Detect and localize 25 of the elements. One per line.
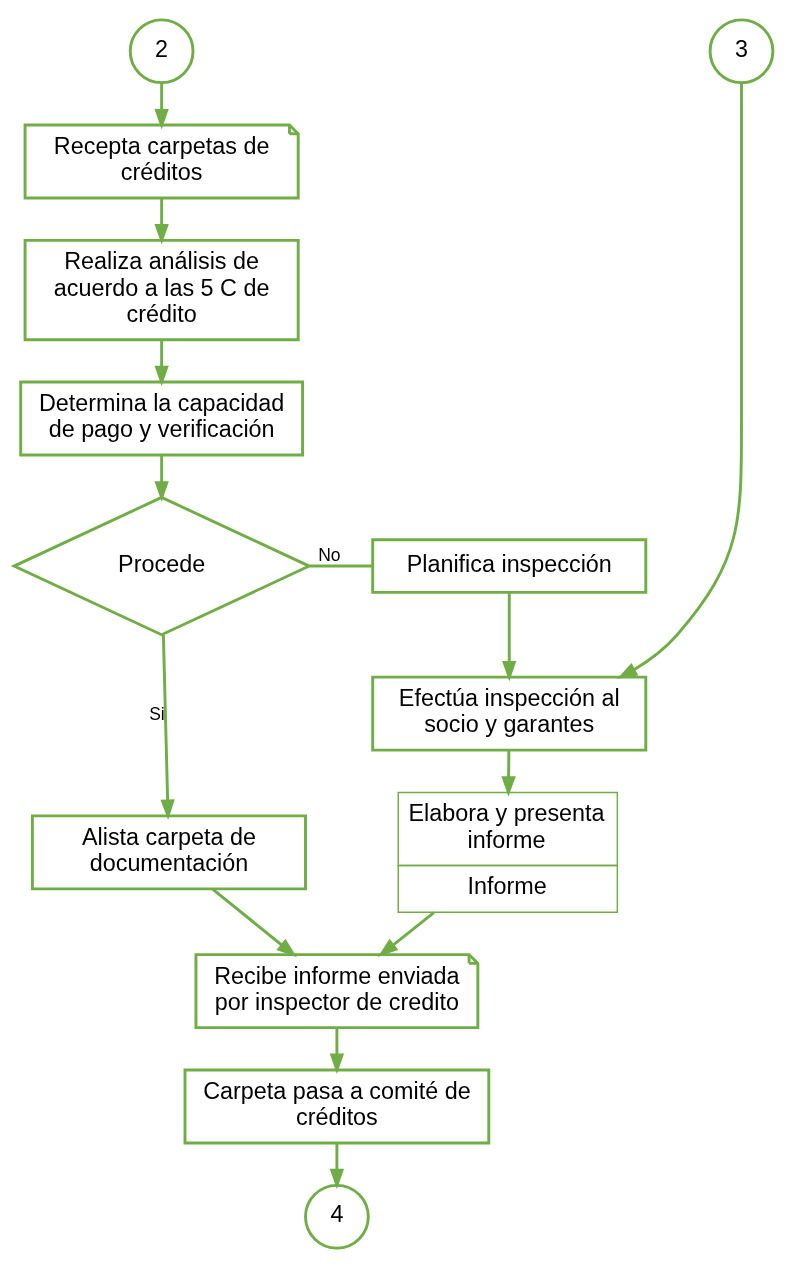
arrow xyxy=(501,750,516,797)
arrow xyxy=(329,1028,345,1075)
arrow xyxy=(154,339,169,387)
edge-label: Si xyxy=(149,704,165,725)
arrow xyxy=(154,198,169,245)
connector xyxy=(309,564,373,568)
arrow xyxy=(154,455,169,502)
arrow xyxy=(329,1143,345,1190)
arrow xyxy=(154,83,169,130)
node-box: Carpeta pasa a comité de créditos xyxy=(183,1068,491,1145)
node-circle: 2 xyxy=(128,18,195,85)
node-box: Efectúa inspección al socio y garantes xyxy=(371,675,648,752)
node-box: Alista carpeta de documentación xyxy=(30,814,307,891)
node-box: Planifica inspección xyxy=(371,538,648,594)
node-circle: 4 xyxy=(304,1183,370,1250)
arrow xyxy=(377,911,435,958)
node-circle: 3 xyxy=(708,18,775,85)
arrow xyxy=(211,888,297,958)
arrow xyxy=(502,592,517,682)
node-box: Realiza análisis de acuerdo a las 5 C de crédito xyxy=(23,238,300,342)
node-box: Determina la capacidad de pago y verificación xyxy=(19,380,305,457)
node-diamond: Procede xyxy=(10,495,313,637)
edge-label: No xyxy=(318,545,341,566)
arrow xyxy=(617,82,743,680)
arrow xyxy=(160,633,175,820)
